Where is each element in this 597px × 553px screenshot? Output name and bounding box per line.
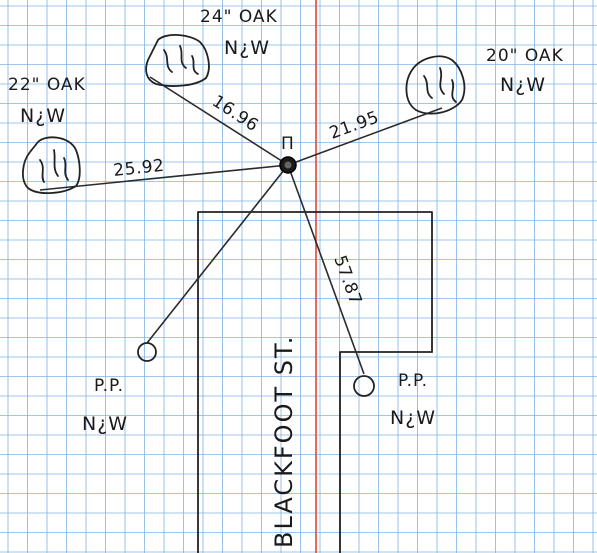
top-oak-symbol bbox=[145, 34, 210, 87]
street-edge-upper bbox=[197, 211, 433, 553]
ray-to-left-pole bbox=[146, 164, 289, 344]
street-outline bbox=[197, 211, 433, 553]
right-pole-name: P.P. bbox=[398, 371, 428, 391]
hub-point-center bbox=[284, 161, 292, 169]
right-oak-direction-label: N¿W bbox=[500, 74, 546, 96]
top-oak-size-label: 24" OAK bbox=[200, 7, 278, 27]
left-pole-name: P.P. bbox=[94, 376, 124, 396]
ray-to-top-oak bbox=[149, 76, 289, 166]
street-name: BLACKFOOT ST. bbox=[270, 335, 298, 548]
right-oak-symbol bbox=[405, 55, 466, 115]
right-oak-size-label: 20" OAK bbox=[486, 46, 564, 66]
top-oak-direction-label: N¿W bbox=[224, 37, 270, 59]
street-edge-lower bbox=[339, 351, 433, 553]
left-oak-symbol bbox=[22, 136, 81, 194]
ray-to-left-oak bbox=[39, 164, 289, 191]
left-power-pole-symbol bbox=[137, 342, 157, 362]
left-oak-direction-label: N¿W bbox=[20, 105, 66, 127]
ray-to-right-pole bbox=[287, 164, 365, 375]
left-pole-direction: N¿W bbox=[82, 413, 128, 435]
ray-to-right-oak bbox=[287, 107, 443, 166]
right-power-pole-symbol bbox=[353, 375, 375, 397]
right-pole-direction: N¿W bbox=[390, 407, 436, 429]
measurement-rays bbox=[39, 76, 443, 375]
hub-symbol: Π bbox=[281, 134, 295, 154]
left-oak-size-label: 22" OAK bbox=[8, 75, 86, 95]
